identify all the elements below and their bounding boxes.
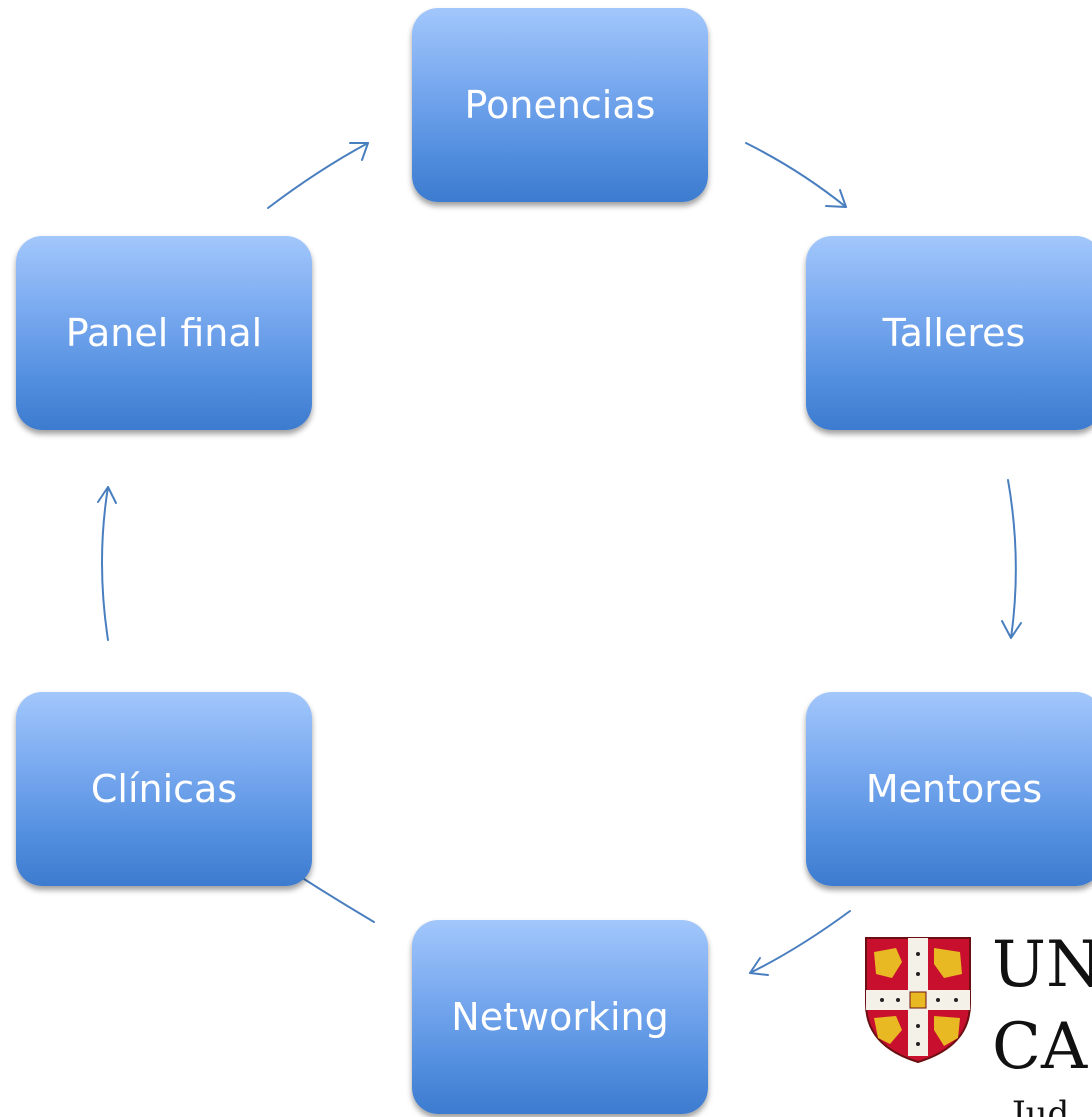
node-label: Talleres <box>882 311 1026 355</box>
node-label: Mentores <box>865 767 1043 811</box>
arrow-talleres-to-mentores <box>1001 479 1022 639</box>
arrow-panel-final-to-ponencias <box>267 142 369 209</box>
node-label: Clínicas <box>90 767 238 811</box>
node-ponencias: Ponencias <box>412 8 708 202</box>
arrow-mentores-to-networking <box>749 910 851 976</box>
crest-icon <box>865 937 971 1064</box>
node-panel-final: Panel final <box>16 236 312 430</box>
node-label: Networking <box>451 995 669 1039</box>
node-clinicas: Clínicas <box>16 692 312 886</box>
node-mentores: Mentores <box>806 692 1092 886</box>
node-talleres: Talleres <box>806 236 1092 430</box>
arrow-ponencias-to-talleres <box>745 142 847 208</box>
node-label: Ponencias <box>464 83 656 127</box>
arrow-clinicas-to-panel-final <box>97 486 117 641</box>
logo-text-line2: CA <box>992 1010 1088 1084</box>
logo-text-line1: UN <box>992 934 1092 1002</box>
university-logo: UN CA Jud <box>862 934 1092 1117</box>
logo-text-line3: Jud <box>1012 1094 1070 1117</box>
node-networking: Networking <box>412 920 708 1114</box>
node-label: Panel final <box>65 311 263 355</box>
